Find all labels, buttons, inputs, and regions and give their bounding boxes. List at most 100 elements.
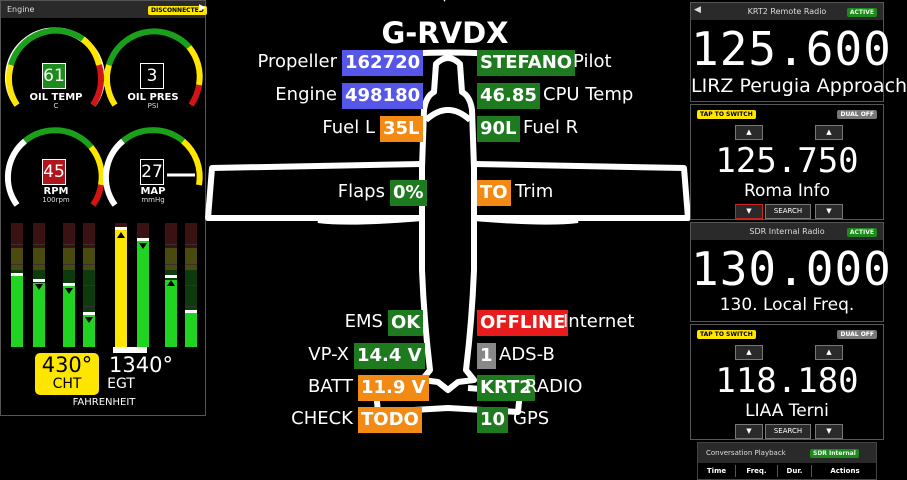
krt2-search-button[interactable]: SEARCH bbox=[765, 204, 811, 219]
bar-fill bbox=[165, 280, 177, 347]
label-vp-x: VP-X bbox=[308, 344, 349, 365]
map-unit: mmHg bbox=[141, 196, 165, 204]
map-label: MAP bbox=[140, 186, 166, 197]
rpm-value: 45 bbox=[42, 159, 66, 185]
bar-tick bbox=[63, 264, 75, 266]
bar-marker bbox=[63, 283, 75, 286]
gauges-dial-art bbox=[4, 27, 203, 207]
aircraft-registration: G-RVDX bbox=[381, 16, 509, 50]
sdr-active-station: 130. Local Freq. bbox=[719, 295, 855, 315]
label-ems: EMS bbox=[344, 311, 383, 332]
bar-tick bbox=[185, 264, 197, 266]
cht-readout: 430° CHT bbox=[35, 353, 99, 395]
krt2-tap-switch-button[interactable]: TAP TO SWITCH bbox=[697, 110, 756, 119]
bar-tick bbox=[11, 243, 23, 245]
bar-tick bbox=[185, 243, 197, 245]
bar-up-arrow-icon bbox=[117, 232, 125, 238]
engine-panel: Engine DISCONNECTED ▶ bbox=[0, 0, 207, 416]
oil-temp-value: 61 bbox=[42, 63, 66, 89]
krt2-mhz-up-button[interactable]: ▲ bbox=[735, 125, 763, 140]
bar-down-arrow-icon bbox=[35, 284, 43, 290]
sdr-active-freq[interactable]: 130.000 bbox=[691, 242, 892, 296]
rpm-unit: 100rpm bbox=[42, 196, 70, 204]
sdr-khz-down-button[interactable]: ▼ bbox=[815, 424, 843, 439]
col-freq[interactable]: Freq. bbox=[736, 465, 778, 477]
sdr-dual-off-button[interactable]: DUAL OFF bbox=[837, 330, 877, 339]
krt2-radio-panel: ◀ KRT2 Remote Radio ACTIVE 125.600 LIRZ … bbox=[690, 2, 907, 102]
cht-value: 430° bbox=[41, 353, 93, 377]
bar-tick bbox=[83, 264, 95, 266]
value-check: TODO bbox=[358, 407, 422, 433]
playback-table-header: Time Freq. Dur. Actions bbox=[698, 465, 876, 479]
value-internet: OFFLINE bbox=[477, 310, 569, 336]
value-gps: 10 bbox=[477, 407, 509, 433]
collapse-icon[interactable]: ▶ bbox=[199, 3, 206, 13]
value-batt: 11.9 V bbox=[358, 375, 429, 401]
bar-marker bbox=[83, 312, 95, 315]
krt2-title: KRT2 Remote Radio bbox=[747, 7, 827, 16]
playback-header: Conversation Playback SDR Internal bbox=[698, 443, 876, 463]
label-engine: Engine bbox=[275, 84, 337, 105]
bar-tick bbox=[185, 305, 197, 307]
bar-tick bbox=[83, 285, 95, 286]
bar-fill bbox=[115, 229, 127, 347]
top-caret-icon: ▾ bbox=[442, 0, 447, 5]
label-ads-b: ADS-B bbox=[499, 344, 555, 365]
bar-fill bbox=[63, 285, 75, 347]
krt2-standby-station: Roma Info bbox=[743, 181, 830, 201]
krt2-active-freq[interactable]: 125.600 bbox=[691, 22, 892, 76]
value-vp-x: 14.4 V bbox=[354, 343, 425, 369]
bar-marker bbox=[11, 273, 23, 276]
bar-fill bbox=[185, 310, 197, 347]
bar-tick bbox=[165, 243, 177, 245]
value-trim: TO bbox=[477, 180, 511, 206]
krt2-khz-down-button[interactable]: ▼ bbox=[815, 204, 843, 219]
bar-marker bbox=[115, 227, 127, 230]
bar-fill bbox=[11, 275, 23, 347]
playback-title: Conversation Playback bbox=[706, 449, 786, 457]
sdr-radio-panel: SDR Internal Radio ACTIVE 130.000 130. L… bbox=[690, 222, 892, 322]
label-batt: BATT bbox=[308, 376, 353, 397]
rpm-dial bbox=[4, 127, 105, 207]
cht-label: CHT bbox=[52, 376, 82, 392]
value-flaps: 0% bbox=[390, 180, 427, 206]
sdr-khz-up-button[interactable]: ▲ bbox=[815, 345, 843, 360]
sdr-tap-switch-button[interactable]: TAP TO SWITCH bbox=[697, 330, 756, 339]
bar-fill bbox=[33, 283, 45, 347]
disconnected-badge: DISCONNECTED bbox=[148, 6, 207, 15]
label-internet: Internet bbox=[563, 311, 635, 332]
bar-tick bbox=[83, 305, 95, 307]
krt2-khz-up-button[interactable]: ▲ bbox=[815, 125, 843, 140]
engine-panel-title: Engine bbox=[7, 5, 35, 14]
value-pilot: STEFANO bbox=[477, 50, 576, 76]
bar-baseline bbox=[113, 347, 147, 353]
label-pilot: Pilot bbox=[573, 51, 612, 72]
label-propeller: Propeller bbox=[257, 51, 337, 72]
sdr-standby-station: LIAA Terni bbox=[745, 401, 829, 421]
krt2-dual-off-button[interactable]: DUAL OFF bbox=[837, 110, 877, 119]
krt2-standby-freq[interactable]: 125.750 bbox=[715, 141, 859, 181]
value-ads-b: 1 bbox=[477, 343, 496, 369]
label-fuel-r: Fuel R bbox=[523, 117, 579, 138]
playback-source-badge[interactable]: SDR Internal bbox=[810, 449, 859, 458]
oil-temp-dial bbox=[5, 27, 105, 107]
value-fuel-l: 35L bbox=[380, 116, 423, 142]
col-time[interactable]: Time bbox=[698, 465, 736, 477]
rpm-label: RPM bbox=[43, 186, 69, 197]
sdr-standby-freq[interactable]: 118.180 bbox=[715, 361, 859, 401]
bar-fill bbox=[137, 240, 149, 347]
collapse-left-icon[interactable]: ◀ bbox=[694, 5, 701, 15]
col-actions[interactable]: Actions bbox=[830, 467, 860, 475]
sdr-status-badge: ACTIVE bbox=[846, 228, 877, 237]
krt2-mhz-down-button[interactable]: ▼ bbox=[735, 204, 763, 219]
value-cpu-temp: 46.85 bbox=[477, 83, 540, 109]
sdr-search-button[interactable]: SEARCH bbox=[765, 424, 811, 439]
value-fuel-r: 90L bbox=[477, 116, 520, 142]
bar-tick bbox=[83, 243, 95, 245]
krt2-header: ◀ KRT2 Remote Radio ACTIVE bbox=[691, 3, 883, 20]
col-dur[interactable]: Dur. bbox=[778, 465, 812, 477]
sdr-mhz-up-button[interactable]: ▲ bbox=[735, 345, 763, 360]
bar-tick bbox=[33, 243, 45, 245]
sdr-mhz-down-button[interactable]: ▼ bbox=[735, 424, 763, 439]
map-value: 27 bbox=[140, 159, 164, 185]
